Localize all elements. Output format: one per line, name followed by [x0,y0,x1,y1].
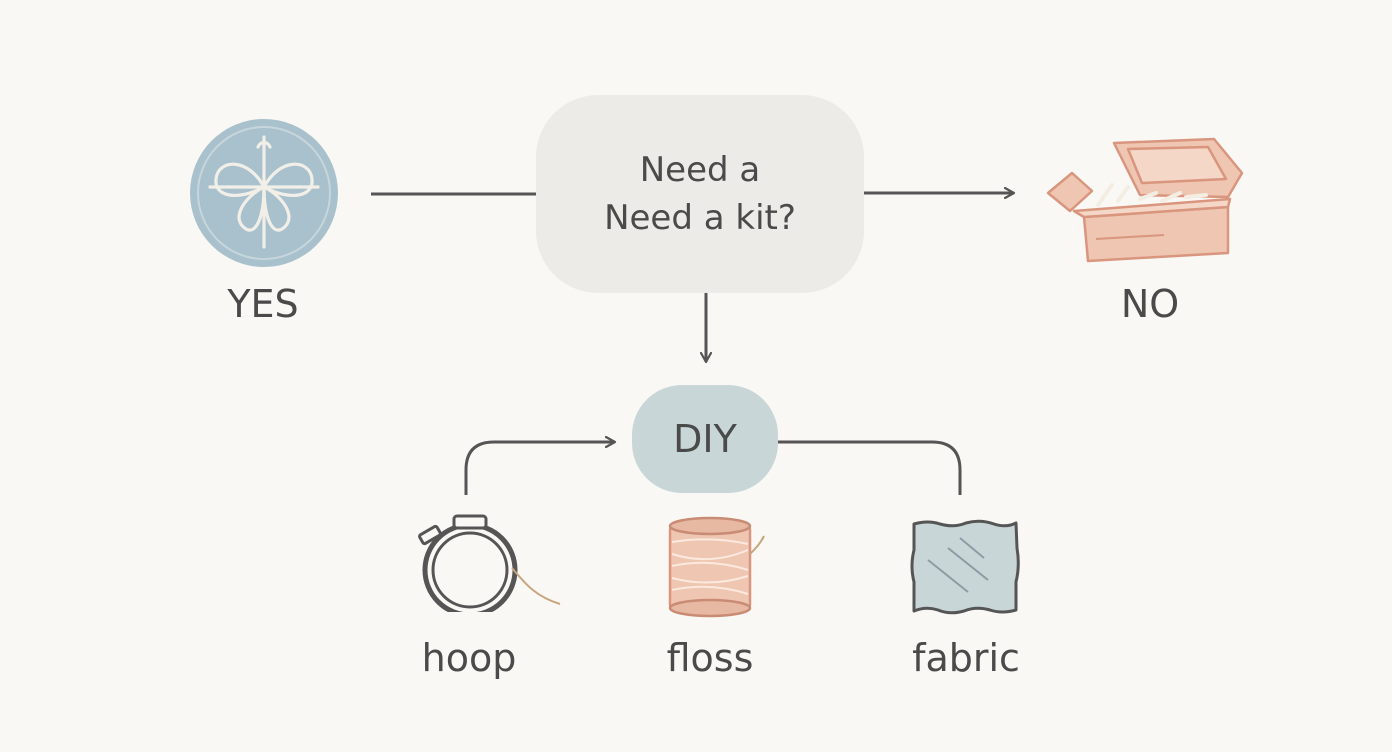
fabric-label: fabric [912,636,1020,680]
floss-spool-icon [668,516,765,618]
hoop-label: hoop [421,636,517,680]
embroidery-badge-icon [190,119,338,267]
decision-line-2: Need a kit? [604,198,796,238]
fabric-swatch-icon [910,519,1020,615]
diy-label: DIY [673,417,737,461]
fabric-connector-line [778,440,962,495]
decision-node: Need a Need a kit? [536,95,864,293]
open-kit-box-icon [1046,137,1244,263]
hoop-arrow [464,442,615,495]
decision-line-1: Need a [639,150,761,190]
floss-label: floss [666,636,754,680]
embroidery-hoop-icon [418,514,561,612]
no-label: NO [1120,282,1180,326]
diy-node: DIY [632,385,778,493]
yes-label: YES [227,282,299,326]
